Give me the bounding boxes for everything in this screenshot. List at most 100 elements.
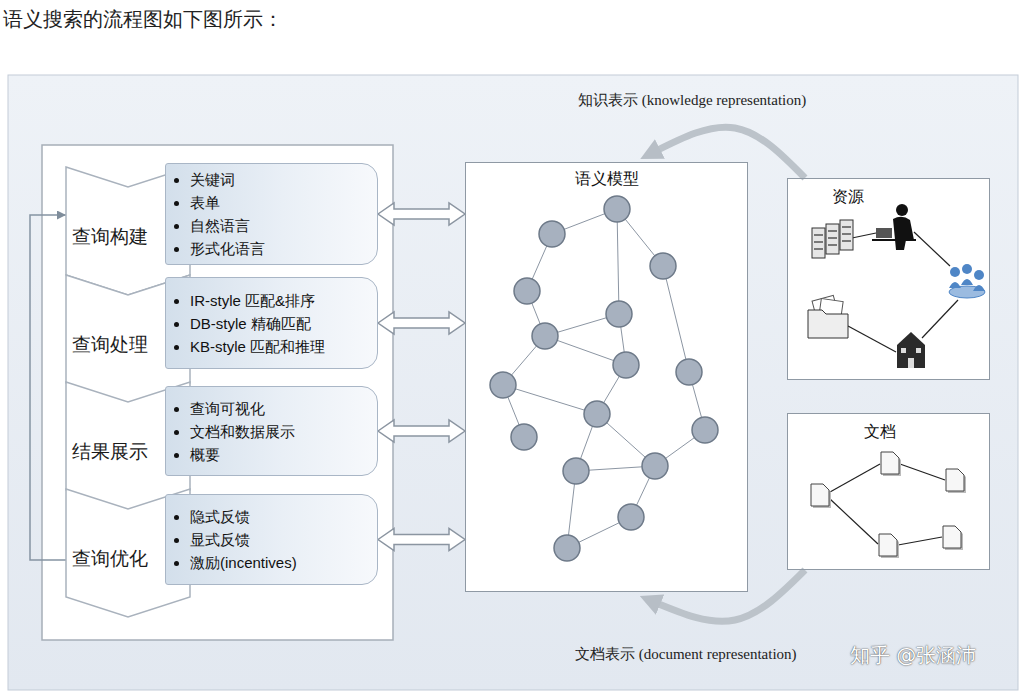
server-rack: [826, 224, 839, 254]
box-title: 资源: [832, 187, 864, 207]
page-title: 语义搜索的流程图如下图所示：: [3, 6, 283, 32]
graph-node: [532, 323, 558, 349]
hollow-connector: [378, 312, 465, 334]
list-item: 显式反馈: [190, 528, 297, 551]
graph-node: [539, 221, 565, 247]
graph-node: [642, 453, 668, 479]
item-list: 关键词表单自然语言形式化语言: [166, 168, 265, 260]
graph-link: [617, 209, 619, 314]
computer: [876, 228, 892, 238]
hollow-connector: [378, 529, 465, 551]
door: [908, 358, 914, 368]
list-item: DB-style 精确匹配: [190, 312, 325, 335]
window: [916, 348, 921, 353]
resource-box: 资源: [787, 178, 990, 380]
resource-link: [922, 300, 958, 338]
server-rack: [840, 220, 853, 250]
group-icon: [949, 264, 985, 298]
list-item: 表单: [190, 191, 265, 214]
process-container: [42, 145, 393, 640]
stage-label: 结果展示: [72, 440, 148, 464]
document-page: [881, 452, 899, 474]
graph-node: [511, 424, 537, 450]
person-head: [974, 270, 984, 280]
document-page: [879, 534, 897, 556]
item-list: IR-style 匹配&排序DB-style 精确匹配KB-style 匹配和推…: [166, 289, 325, 358]
item-list: 隐式反馈显式反馈激励(incentives): [166, 505, 297, 574]
user-head: [896, 204, 908, 216]
stage-label: 查询处理: [72, 333, 148, 357]
arc-connector: [654, 570, 805, 621]
graph-node: [606, 301, 632, 327]
graph-link: [663, 266, 689, 372]
document-link: [898, 537, 942, 545]
graph-node: [692, 417, 718, 443]
user-at-computer-icon: [872, 204, 916, 250]
edge-label-holder: 文档表示 (document representation): [575, 644, 797, 664]
list-item: 概要: [190, 443, 295, 466]
outer-panel: [8, 75, 1018, 690]
model-box: 语义模型: [465, 162, 748, 592]
resource-link: [848, 326, 896, 352]
resource-ground: [787, 178, 990, 380]
list-item: 关键词: [190, 168, 265, 191]
list-item: IR-style 匹配&排序: [190, 289, 325, 312]
list-item: 形式化语言: [190, 237, 265, 260]
graph-node: [554, 535, 580, 561]
document-link: [830, 464, 880, 492]
model-ground: [465, 162, 748, 592]
graph-node: [618, 504, 644, 530]
edge-label-holder: 知识表示 (knowledge representation): [578, 90, 806, 110]
graph-node: [584, 401, 610, 427]
thin-connector: [30, 215, 66, 560]
list-item: KB-style 匹配和推理: [190, 335, 325, 358]
resource-link: [914, 232, 950, 266]
building-icon: [897, 332, 925, 368]
graph-links: [503, 209, 705, 548]
graph-nodes: [490, 196, 718, 561]
item-list-box: 关键词表单自然语言形式化语言: [165, 163, 378, 265]
folder-icon: [808, 295, 848, 338]
document-page: [946, 469, 964, 491]
stage-label: 查询构建: [72, 225, 148, 249]
graph-node: [563, 458, 589, 484]
item-list-box: IR-style 匹配&排序DB-style 精确匹配KB-style 匹配和推…: [165, 277, 378, 369]
item-list: 查询可视化文档和数据展示概要: [166, 397, 295, 466]
graph-node: [613, 352, 639, 378]
edge-label: 文档表示 (document representation): [575, 644, 797, 664]
list-item: 隐式反馈: [190, 505, 297, 528]
watermark: 知乎 @张涵沛: [850, 642, 976, 668]
list-item: 查询可视化: [190, 397, 295, 420]
box-title: 文档: [864, 422, 896, 442]
list-item: 激励(incentives): [190, 551, 297, 574]
graph-node: [604, 196, 630, 222]
box-title: 语义模型: [575, 169, 639, 189]
graph-node: [490, 372, 516, 398]
document-links: [830, 464, 945, 545]
user-body: [893, 217, 914, 250]
folder: [808, 310, 848, 338]
graph-node: [650, 253, 676, 279]
resource-link: [852, 233, 876, 238]
arc-connector: [654, 127, 805, 178]
person-head: [950, 267, 960, 277]
hollow-connector: [378, 420, 465, 442]
person-bodies: [949, 279, 985, 291]
building: [897, 332, 925, 368]
window: [901, 348, 906, 353]
document-link: [830, 499, 878, 544]
list-item: 自然语言: [190, 214, 265, 237]
document-page: [811, 484, 829, 506]
person-head: [962, 264, 972, 274]
document-page: [943, 526, 961, 548]
server-rack: [812, 228, 825, 258]
item-list-box: 隐式反馈显式反馈激励(incentives): [165, 494, 378, 585]
server-icon: [812, 220, 853, 258]
graph-node: [676, 359, 702, 385]
graph-node: [514, 278, 540, 304]
document-link: [900, 464, 945, 480]
edge-label: 知识表示 (knowledge representation): [578, 90, 806, 110]
item-list-box: 查询可视化文档和数据展示概要: [165, 386, 378, 476]
